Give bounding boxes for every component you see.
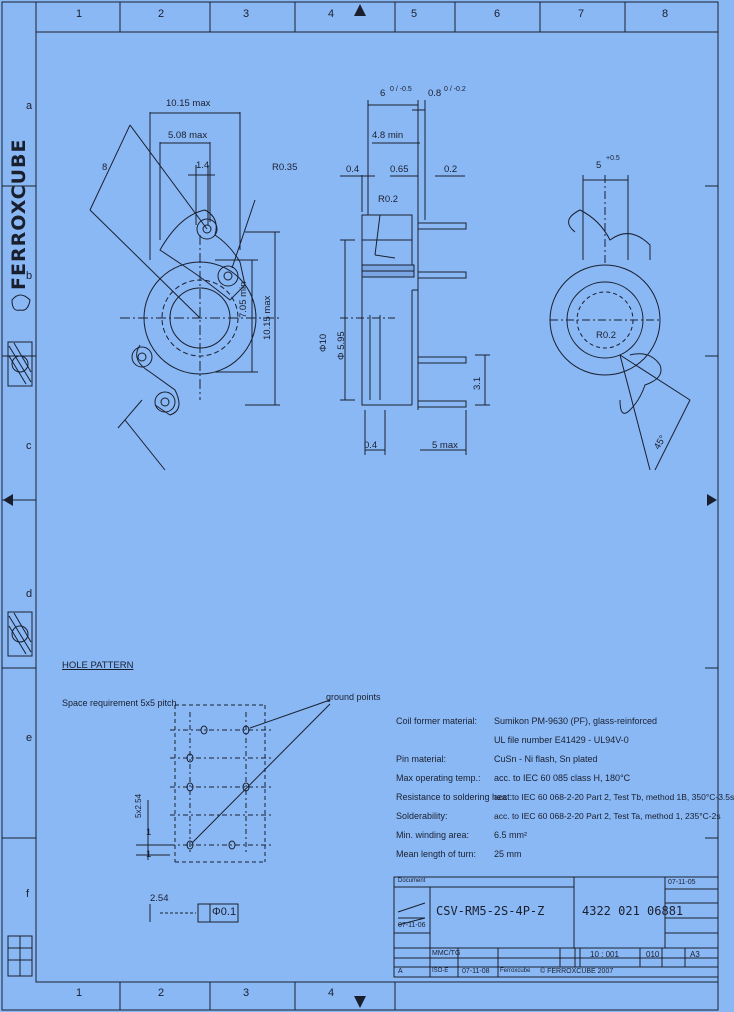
hole-pattern-title: HOLE PATTERN: [62, 660, 134, 671]
dim-top-d2: 5.08 max: [168, 130, 208, 141]
dim-side-dia1: Φ10: [318, 333, 329, 352]
hole-pattern-tolerance: Φ0.1: [212, 906, 237, 918]
tb-format: A3: [690, 950, 700, 959]
dim-top-d5: 10.15 max: [262, 295, 273, 340]
dim-side-f: 0.2: [444, 164, 458, 175]
spec-label-5: Solderability:: [396, 811, 448, 821]
hole-pattern-mark-1: 1: [146, 827, 152, 838]
side-view: [340, 100, 490, 455]
dim-side-r: R0.2: [378, 194, 399, 205]
zone-col-2-bottom: 2: [158, 987, 165, 999]
spec-label-4: Resistance to soldering heat:: [396, 792, 513, 802]
dim-top-r1: R0.35: [272, 162, 298, 173]
zone-row-c: c: [26, 440, 32, 452]
orientation-arrows: [3, 4, 717, 1008]
title-block-lines: [393, 876, 719, 978]
zone-col-4-bottom: 4: [328, 987, 335, 999]
zone-row-f: f: [26, 888, 30, 900]
dim-top-d4: 7.05 min: [238, 281, 249, 318]
dim-side-b-tol: 0 / -0.2: [444, 86, 466, 93]
tb-head: Document: [398, 878, 426, 884]
spec-value-4: acc. to IEC 60 068-2-20 Part 2, Test Tb,…: [494, 792, 734, 802]
zone-row-d: d: [26, 588, 33, 600]
spec-value-7: 25 mm: [494, 849, 522, 859]
dim-side-a: 6: [380, 88, 386, 99]
spec-value-3: acc. to IEC 60 085 class H, 180°C: [494, 773, 631, 783]
hole-pattern-ground: ground points: [326, 692, 381, 702]
dim-side-a-tol: 0 / -0.5: [390, 86, 412, 93]
dim-bottom-a-tol: +0.5: [606, 155, 620, 162]
hole-pattern-pitch: 2.54: [150, 893, 169, 904]
spec-value-2: CuSn - Ni flash, Sn plated: [494, 754, 598, 764]
tb-drawn: MMC/TG: [432, 950, 461, 957]
hole-pattern-note: Space requirement 5x5 pitch: [62, 698, 177, 708]
zone-row-a: a: [26, 100, 33, 112]
tb-rev: A: [398, 968, 403, 975]
spec-value-5: acc. to IEC 60 068-2-20 Part 2, Test Ta,…: [494, 811, 721, 821]
tb-date-left: 07-11-06: [398, 922, 426, 929]
hole-pattern-drawing: [136, 699, 331, 923]
spec-label-3: Max operating temp.:: [396, 773, 481, 783]
dim-side-e: 0.65: [390, 164, 409, 175]
hole-pattern-mark-2: 1: [146, 849, 152, 860]
zone-col-1: 1: [76, 8, 83, 20]
zone-col-3-bottom: 3: [243, 987, 250, 999]
tb-scale: 10 : 001: [590, 950, 619, 959]
dim-top-d1: 10.15 max: [166, 98, 211, 109]
spec-value-0: Sumikon PM-9630 (PF), glass-reinforced: [494, 716, 658, 726]
dim-side-i: 5 max: [432, 440, 458, 451]
dim-top-d3: 1.4: [196, 160, 210, 171]
dim-side-d: 0.4: [346, 164, 360, 175]
zone-col-1-bottom: 1: [76, 987, 83, 999]
tb-part-number: 4322 021 06881: [582, 904, 684, 918]
zone-col-4: 4: [328, 8, 335, 20]
dim-side-h: 0.4: [364, 440, 378, 451]
spec-label-0: Coil former material:: [396, 716, 478, 726]
zone-col-5: 5: [411, 8, 418, 20]
zone-col-2: 2: [158, 8, 165, 20]
zone-col-7: 7: [578, 8, 585, 20]
spec-label-6: Min. winding area:: [396, 830, 470, 840]
top-view: [89, 112, 280, 471]
spec-value-1: UL file number E41429 - UL94V-0: [494, 735, 629, 745]
dim-bottom-r: R0.2: [596, 330, 617, 341]
tb-sheet: 010: [646, 950, 660, 959]
tb-part-name: CSV-RM5-2S-4P-Z: [436, 904, 545, 918]
tb-url: © FERROXCUBE 2007: [540, 968, 614, 975]
zone-col-3: 3: [243, 8, 250, 20]
tb-company: Ferroxcube: [500, 968, 531, 974]
spec-label-2: Pin material:: [396, 754, 447, 764]
zone-row-e: e: [26, 732, 33, 744]
zone-col-8: 8: [662, 8, 669, 20]
inner-frame: [35, 31, 719, 983]
zone-row-b: b: [26, 270, 33, 282]
dim-side-dia2: Φ 5.95: [336, 331, 347, 360]
tb-date-top: 07-11-05: [668, 879, 696, 886]
hole-pattern-dim-v: 5x2.54: [134, 793, 143, 818]
brand-strip: [7, 294, 33, 977]
dim-bottom-a: 5: [596, 160, 602, 171]
dim-side-c: 4.8 min: [372, 130, 404, 141]
bottom-view: [549, 175, 691, 471]
tb-proj: ISO-E: [432, 968, 449, 974]
spec-label-7: Mean length of turn:: [396, 849, 477, 859]
spec-value-6: 6.5 mm²: [494, 830, 528, 840]
outer-frame: [1, 1, 719, 1011]
dim-side-g: 3.1: [472, 376, 483, 390]
dim-side-b: 0.8: [428, 88, 442, 99]
brand-name: FERROXCUBE: [8, 138, 30, 291]
zone-col-6: 6: [494, 8, 501, 20]
dim-top-d6: 8: [102, 162, 108, 173]
tb-date-bottom: 07-11-08: [462, 968, 490, 975]
